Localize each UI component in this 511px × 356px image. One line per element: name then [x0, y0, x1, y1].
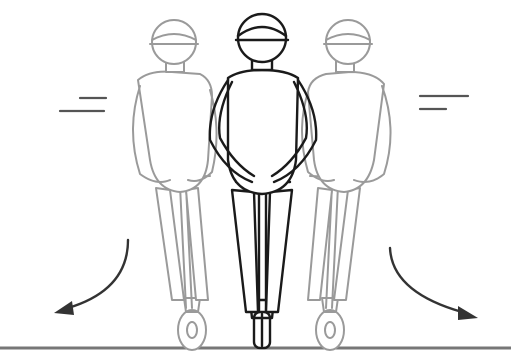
wheel-right	[316, 310, 344, 350]
motion-lines-left	[60, 98, 106, 111]
ghost-rider-right	[302, 20, 391, 350]
wheel-left	[178, 310, 206, 350]
ghost-rider-left	[133, 20, 217, 350]
center-rider	[210, 14, 316, 348]
lean-left-arrow	[54, 240, 128, 315]
motion-lines-right	[420, 96, 468, 109]
lean-right-arrow	[390, 248, 478, 320]
